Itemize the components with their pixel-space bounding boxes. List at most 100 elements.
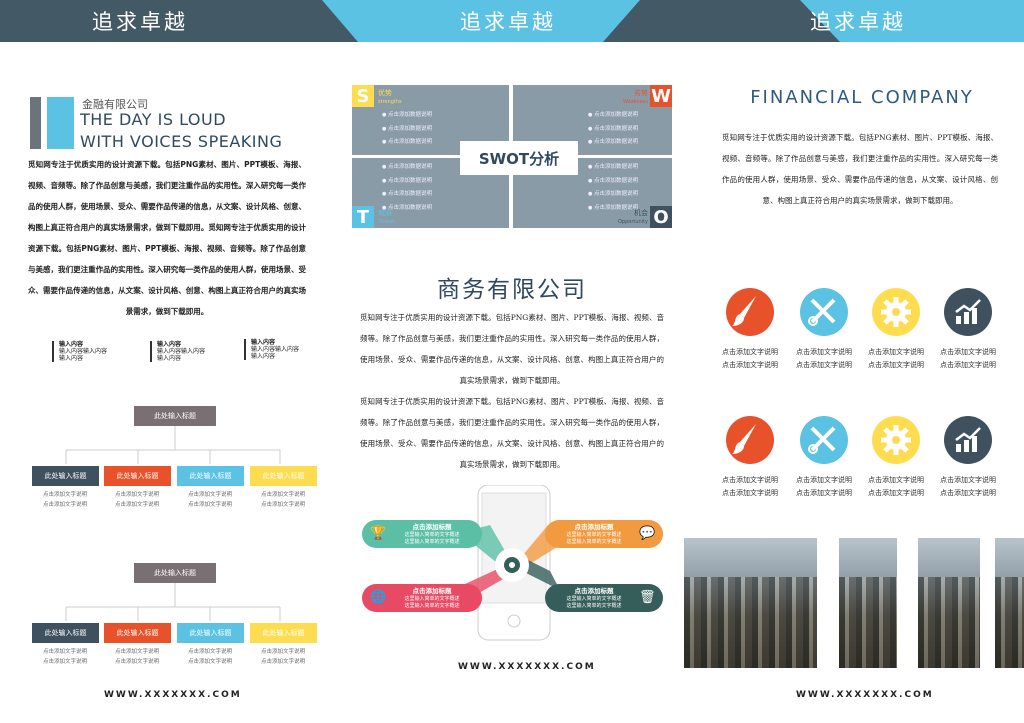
pill-title: 点击添加标题: [412, 523, 452, 531]
company-name-cn: 金融有限公司: [82, 98, 148, 111]
swot-en: Opportunity: [617, 219, 648, 225]
swot-items-t: 点击添加数据说明点击添加数据说明点击添加数据说明点击添加数据说明: [382, 161, 432, 215]
org-child-desc: 点击添加文字说明点击添加文字说明: [177, 490, 243, 510]
swot-item[interactable]: 点击添加数据说明: [382, 136, 432, 150]
tools-icon: [808, 298, 836, 326]
trophy-icon: 🏆: [370, 526, 387, 541]
header-title-1: 追求卓越: [92, 10, 188, 34]
info-pill: 🌐 点击添加标题这里输入简单的文字概述这里输入简单的文字概述: [362, 584, 482, 612]
feature-circle[interactable]: [944, 288, 992, 336]
desc-line: 点击添加文字说明: [260, 659, 305, 665]
swot-item[interactable]: 点击添加数据说明: [588, 175, 638, 189]
label-line: 点击添加文字说明: [940, 489, 996, 497]
left-website-url[interactable]: WWW.XXXXXXX.COM: [104, 690, 242, 700]
label-line: 点击添加文字说明: [722, 489, 778, 497]
desc-line: 点击添加文字说明: [187, 492, 232, 498]
label-line: 点击添加文字说明: [796, 361, 852, 369]
swot-title: SWOT分析: [460, 141, 578, 175]
pill-line: 这里输入简单的文字概述: [404, 539, 460, 545]
feature-label: 点击添加文字说明点击添加文字说明: [933, 346, 1003, 372]
right-body-text: 觅知网专注于优质实用的设计资源下载。包括PNG素材、图片、PPT模板、海报、视频…: [722, 133, 998, 205]
org-root-node: 此处输入标题: [134, 406, 216, 426]
right-website-url[interactable]: WWW.XXXXXXX.COM: [796, 690, 934, 700]
org-child-desc: 点击添加文字说明点击添加文字说明: [32, 490, 98, 510]
city-photo-3: [918, 538, 980, 668]
swot-item[interactable]: 点击添加数据说明: [588, 202, 638, 216]
label-line: 点击添加文字说明: [940, 476, 996, 484]
org-child-node: 此处输入标题: [250, 623, 317, 643]
swot-letter-t: T: [352, 206, 374, 228]
swot-item[interactable]: 点击添加数据说明: [382, 188, 432, 202]
desc-line: 点击添加文字说明: [114, 492, 159, 498]
desc-line: 点击添加文字说明: [260, 492, 305, 498]
pill-title: 点击添加标题: [574, 587, 614, 595]
feature-circle[interactable]: [726, 288, 774, 336]
chat-icon: 💬: [639, 526, 656, 541]
headline-line-1: THE DAY IS LOUD: [80, 110, 227, 129]
swot-item[interactable]: 点击添加数据说明: [382, 123, 432, 137]
label-line: 点击添加文字说明: [868, 348, 924, 356]
swot-en: Threat: [378, 219, 395, 225]
middle-website-url[interactable]: WWW.XXXXXXX.COM: [458, 662, 596, 672]
swot-item[interactable]: 点击添加数据说明: [382, 109, 432, 123]
info-pill: 🗑 点击添加标题这里输入简单的文字概述这里输入简单的文字概述: [545, 584, 663, 612]
accent-bar-blue: [47, 97, 74, 149]
input-line: 输入内容: [59, 355, 84, 362]
swot-cn: 劣势: [634, 89, 648, 97]
trash-icon: 🗑: [639, 590, 656, 605]
feature-circle[interactable]: [872, 416, 920, 464]
swot-item[interactable]: 点击添加数据说明: [588, 136, 638, 150]
swot-letter-s: S: [352, 85, 374, 107]
org-chart-2: 此处输入标题 此处输入标题 点击添加文字说明点击添加文字说明此处输入标题 点击添…: [20, 563, 320, 673]
middle-body-2: 觅知网专注于优质实用的设计资源下载。包括PNG素材、图片、PPT模板、海报、视频…: [360, 397, 664, 469]
input-line: 输入内容输入内容: [251, 346, 300, 353]
headline-line-2: WITH VOICES SPEAKING: [80, 132, 283, 151]
feature-label: 点击添加文字说明点击添加文字说明: [789, 474, 859, 500]
input-title: 输入内容: [59, 341, 84, 348]
swot-item[interactable]: 点击添加数据说明: [588, 109, 638, 123]
input-line: 输入内容: [157, 355, 182, 362]
swot-letter-o: O: [650, 206, 672, 228]
feature-label: 点击添加文字说明点击添加文字说明: [715, 474, 785, 500]
city-photo-2: [839, 538, 897, 668]
swot-en: Weakness: [622, 99, 648, 105]
desc-line: 点击添加文字说明: [187, 502, 232, 508]
feature-circle[interactable]: [800, 416, 848, 464]
input-line: 输入内容输入内容: [59, 348, 108, 355]
swot-item[interactable]: 点击添加数据说明: [588, 188, 638, 202]
pill-title: 点击添加标题: [412, 587, 452, 595]
label-line: 点击添加文字说明: [722, 348, 778, 356]
swot-item[interactable]: 点击添加数据说明: [382, 202, 432, 216]
globe-pin-icon: 🌐: [370, 590, 387, 605]
label-line: 点击添加文字说明: [868, 361, 924, 369]
swot-item[interactable]: 点击添加数据说明: [382, 175, 432, 189]
feature-circle[interactable]: [800, 288, 848, 336]
brush-icon: [732, 296, 756, 326]
feature-label: 点击添加文字说明点击添加文字说明: [861, 346, 931, 372]
feature-circle[interactable]: [944, 416, 992, 464]
feature-circle[interactable]: [872, 288, 920, 336]
gear-icon: [881, 425, 911, 455]
middle-body-1: 觅知网专注于优质实用的设计资源下载。包括PNG素材、图片、PPT模板、海报、视频…: [360, 313, 664, 385]
swot-items-o: 点击添加数据说明点击添加数据说明点击添加数据说明点击添加数据说明: [588, 161, 638, 215]
feature-circle[interactable]: [726, 416, 774, 464]
swot-item[interactable]: 点击添加数据说明: [588, 123, 638, 137]
growth-chart-icon: [955, 299, 981, 324]
org-child-desc: 点击添加文字说明点击添加文字说明: [104, 490, 170, 510]
input-title: 输入内容: [251, 339, 276, 346]
org-connectors: [65, 583, 281, 621]
org-child-node: 此处输入标题: [177, 466, 244, 486]
info-pill: 💬 点击添加标题这里输入简单的文字概述这里输入简单的文字概述: [545, 520, 663, 548]
input-line: 输入内容: [251, 353, 276, 360]
org-chart-1: 此处输入标题 此处输入标题 点击添加文字说明点击添加文字说明此处输入标题 点击添…: [20, 406, 320, 516]
desc-line: 点击添加文字说明: [42, 492, 87, 498]
pill-line: 这里输入简单的文字概述: [566, 603, 622, 609]
header-title-2: 追求卓越: [460, 10, 556, 34]
phone-home-button: [507, 614, 521, 628]
swot-item[interactable]: 点击添加数据说明: [382, 161, 432, 175]
swot-item[interactable]: 点击添加数据说明: [588, 161, 638, 175]
desc-line: 点击添加文字说明: [42, 649, 87, 655]
label-line: 点击添加文字说明: [796, 348, 852, 356]
org-child-node: 此处输入标题: [32, 623, 99, 643]
